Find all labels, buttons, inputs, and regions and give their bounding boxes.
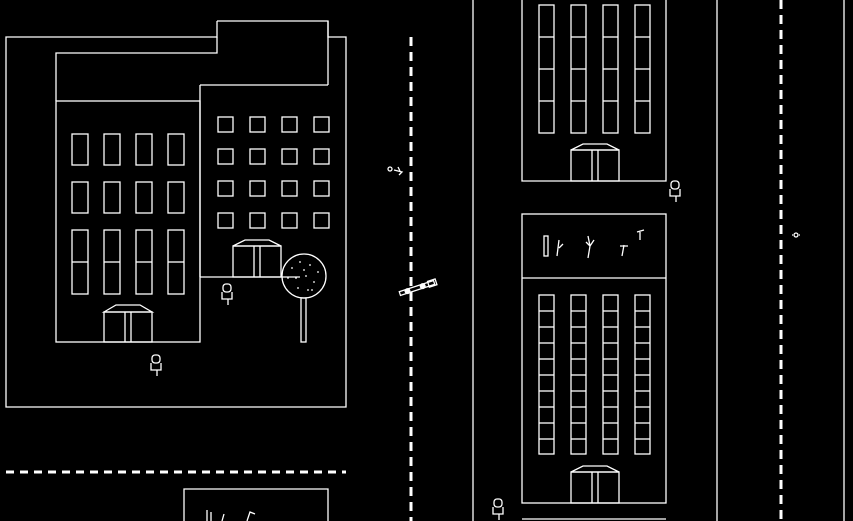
window bbox=[217, 148, 234, 165]
window bbox=[249, 148, 266, 165]
window bbox=[281, 212, 298, 229]
pedestrian[interactable] bbox=[669, 180, 681, 202]
window bbox=[313, 212, 330, 229]
window bbox=[249, 212, 266, 229]
building-a bbox=[55, 100, 201, 343]
window bbox=[217, 180, 234, 197]
window bbox=[313, 180, 330, 197]
window bbox=[281, 180, 298, 197]
building-b bbox=[199, 85, 330, 278]
marker-object[interactable] bbox=[792, 232, 800, 238]
window bbox=[249, 180, 266, 197]
building-a-door bbox=[101, 304, 155, 343]
vehicle[interactable] bbox=[398, 278, 438, 297]
pedestrian[interactable] bbox=[492, 498, 504, 520]
window bbox=[313, 148, 330, 165]
building-c-partial bbox=[183, 488, 329, 521]
window bbox=[281, 148, 298, 165]
pedestrian[interactable] bbox=[150, 354, 162, 376]
rooftop-plants bbox=[543, 229, 645, 259]
small-object[interactable] bbox=[387, 166, 404, 176]
window bbox=[313, 116, 330, 133]
city-block-left bbox=[5, 20, 347, 408]
building-e bbox=[521, 213, 667, 504]
window bbox=[217, 116, 234, 133]
window bbox=[281, 116, 298, 133]
building-b-windows bbox=[217, 116, 330, 229]
window bbox=[217, 212, 234, 229]
window bbox=[249, 116, 266, 133]
building-b-door bbox=[232, 239, 282, 278]
building-d bbox=[521, 0, 667, 182]
building-a-windows bbox=[71, 133, 185, 295]
tree bbox=[281, 253, 327, 343]
pedestrian[interactable] bbox=[221, 283, 233, 305]
